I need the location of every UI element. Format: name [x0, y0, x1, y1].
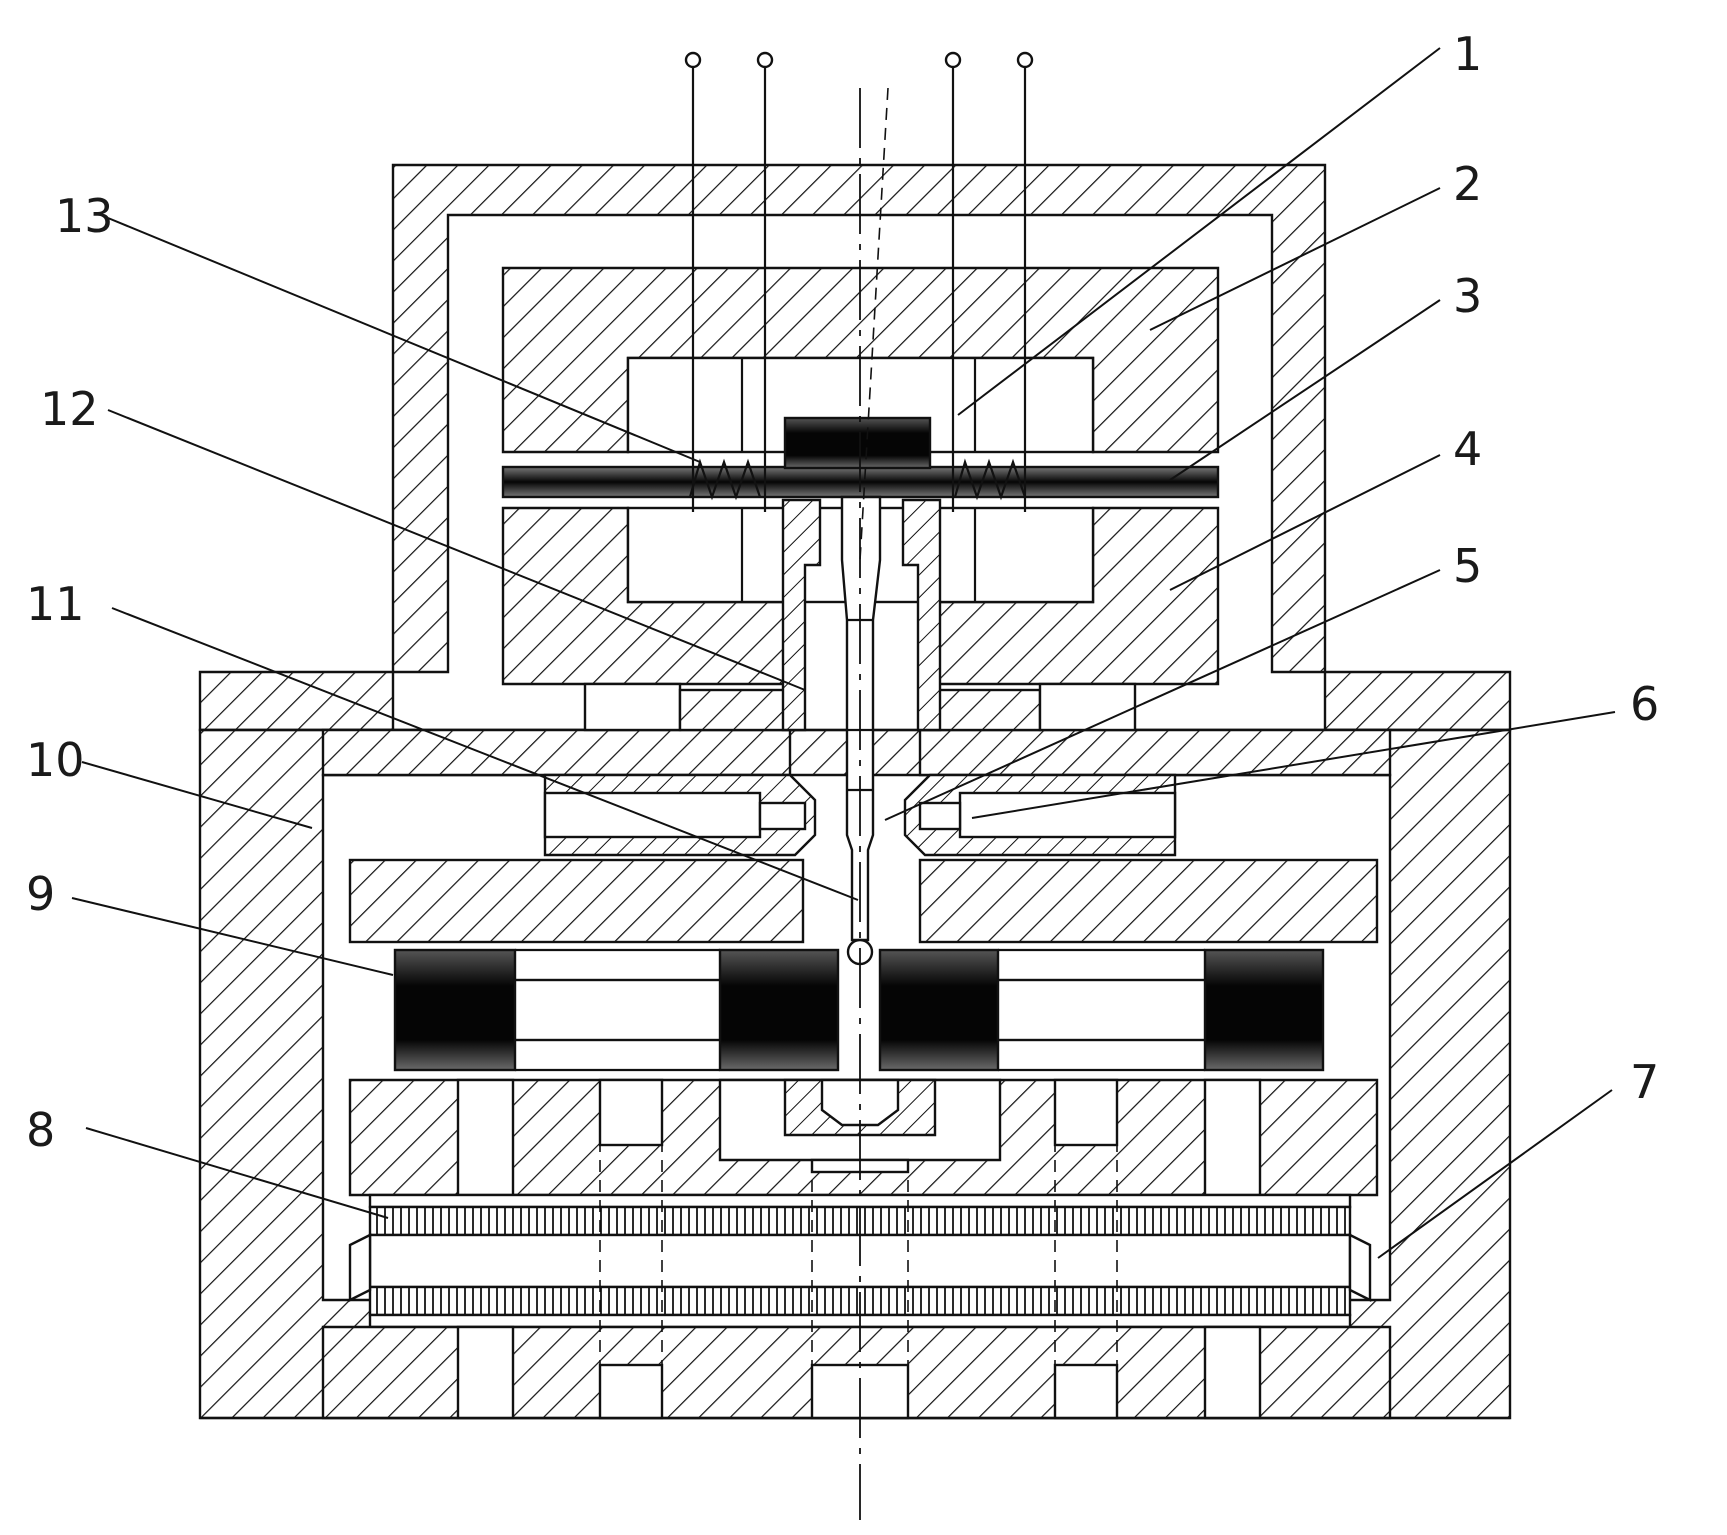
- callout-labels: 1 2 3 4 5 6 7 8 9 10 11 12 13: [26, 27, 1659, 1157]
- callout-9: 9: [26, 867, 55, 921]
- cavity-roof: [321, 728, 1392, 777]
- callout-13: 13: [55, 189, 114, 243]
- callout-3: 3: [1453, 269, 1482, 323]
- lower-rotor-body: [348, 1078, 1379, 1197]
- callout-11: 11: [26, 577, 85, 631]
- callout-12: 12: [40, 382, 99, 436]
- center-lines: [599, 87, 1118, 1520]
- callout-4: 4: [1453, 422, 1482, 476]
- callout-5: 5: [1453, 539, 1482, 593]
- leader-lines: [71, 47, 1616, 1259]
- callout-8: 8: [26, 1103, 55, 1157]
- upper-rotor-plate: [348, 858, 1379, 944]
- bottom-base: [200, 1325, 1510, 1420]
- magnets: [393, 948, 1325, 1072]
- callout-7: 7: [1630, 1055, 1659, 1109]
- guide-sleeve: [781, 498, 942, 732]
- callout-1: 1: [1453, 27, 1482, 81]
- callout-6: 6: [1630, 677, 1659, 731]
- callout-10: 10: [26, 733, 85, 787]
- callout-2: 2: [1453, 157, 1482, 211]
- upper-housing: [391, 163, 1327, 674]
- wire-terminals: [684, 51, 1034, 512]
